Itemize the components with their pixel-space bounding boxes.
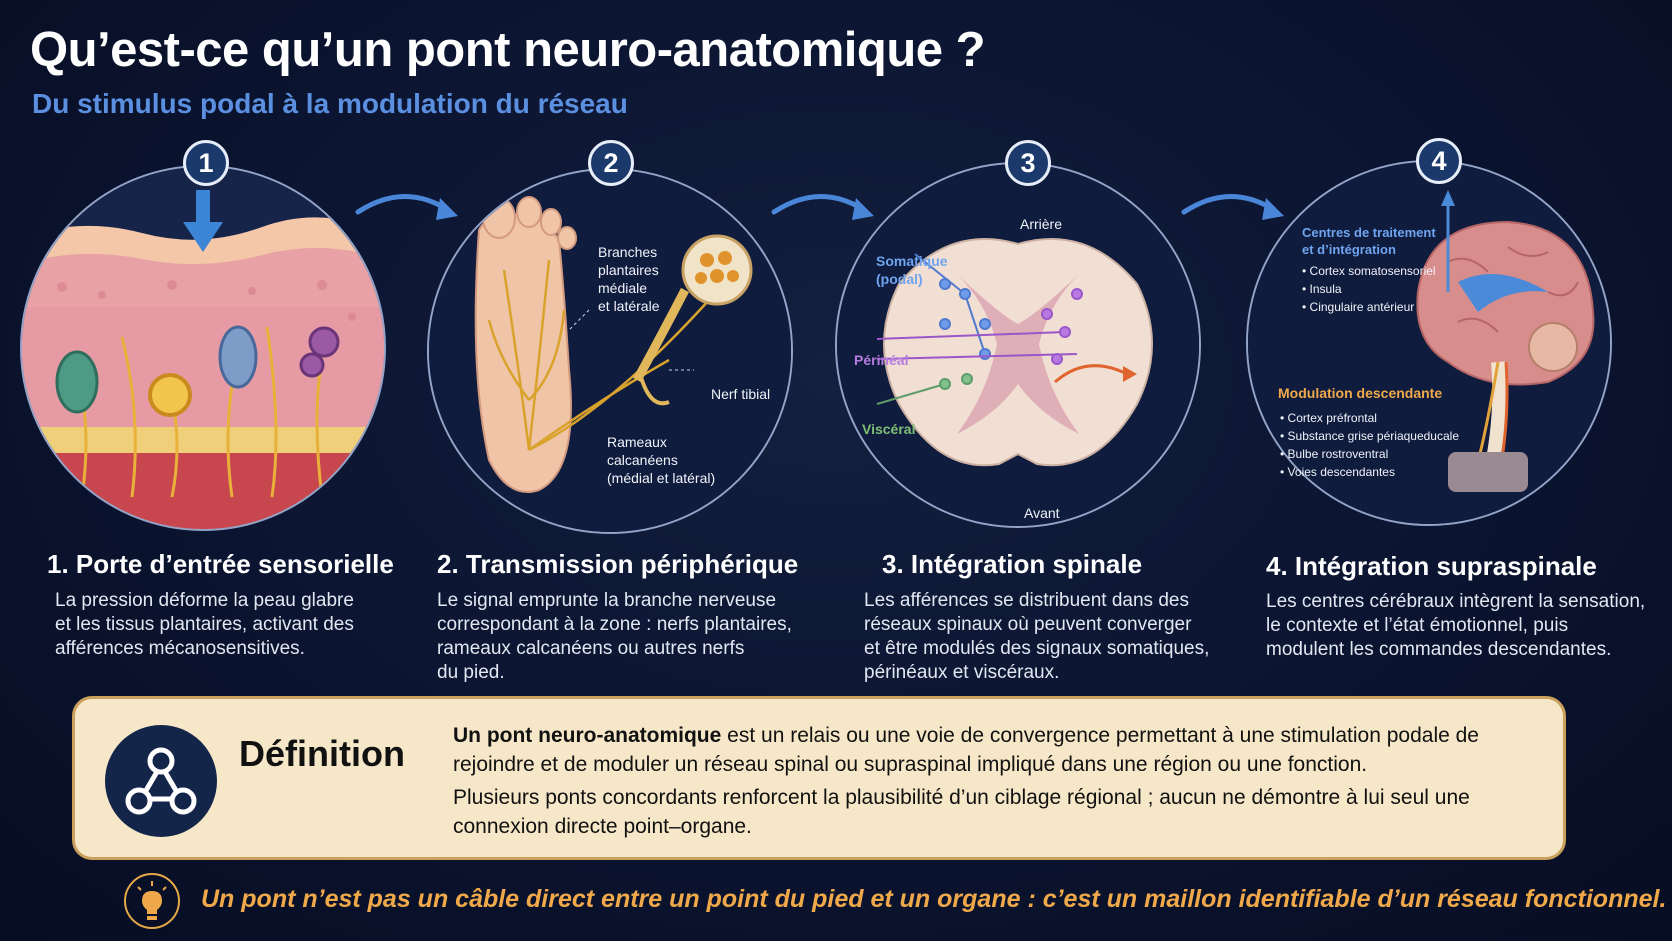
list-item: Insula (1302, 280, 1436, 298)
flow-arrow-2-3 (771, 194, 874, 220)
definition-paragraph-2: Plusieurs ponts concordants renforcent l… (453, 786, 1470, 838)
list-item: Cortex somatosensoriel (1302, 262, 1436, 280)
list-item: Voies descendantes (1280, 463, 1459, 481)
step-title-3: 3. Intégration spinale (882, 549, 1143, 579)
list-item: Substance grise périaqueducale (1280, 427, 1459, 445)
step-badge-2: 2 (588, 140, 634, 186)
flow-arrow-1-2 (355, 194, 458, 220)
foot-illustration (427, 168, 793, 534)
label-processing-centers: Centres de traitement et d’intégration (1302, 225, 1436, 257)
label-visceral: Viscéral (862, 421, 916, 437)
label-perineal: Périnéal (854, 352, 909, 368)
label-front: Avant (1024, 505, 1060, 521)
page-title: Qu’est-ce qu’un pont neuro-anatomique ? (30, 23, 986, 77)
key-message: Un pont n’est pas un câble direct entre … (201, 885, 1667, 913)
label-tibial-nerve: Nerf tibial (711, 386, 771, 402)
step-title-2: 2. Transmission périphérique (437, 549, 799, 579)
lightbulb-icon (124, 873, 180, 929)
step-badge-1: 1 (183, 140, 229, 186)
definition-heading: Définition (239, 733, 405, 774)
step-text-4: Les centres cérébraux intègrent la sensa… (1266, 591, 1646, 660)
label-calcaneal-branches: Rameaux calcanéens (médial et latéral) (607, 434, 716, 486)
label-somatic: Somatique (podal) (876, 253, 948, 287)
step-title-1: 1. Porte d’entrée sensorielle (47, 549, 394, 579)
spinal-cord-illustration (835, 162, 1201, 528)
label-descending-modulation: Modulation descendante (1278, 385, 1443, 401)
definition-term: Un pont neuro-anatomique (453, 724, 722, 747)
definition-box: Définition Un pont neuro-anatomique est … (72, 696, 1566, 860)
label-plantar-branches: Branches plantaires médiale et latérale (598, 244, 660, 314)
step-title-4: 4. Intégration supraspinale (1266, 551, 1597, 581)
descending-modulation-list: Cortex préfrontal Substance grise périaq… (1280, 409, 1459, 481)
list-item: Cingulaire antérieur (1302, 298, 1436, 316)
network-nodes-icon (105, 725, 217, 837)
processing-centers-list: Cortex somatosensoriel Insula Cingulaire… (1302, 262, 1436, 316)
label-back: Arrière (1020, 216, 1063, 232)
page-subtitle: Du stimulus podal à la modulation du rés… (32, 88, 628, 119)
list-item: Cortex préfrontal (1280, 409, 1459, 427)
definition-body: est un relais ou une voie de convergence… (453, 724, 1479, 776)
definition-paragraph-1: Un pont neuro-anatomique est un relais o… (453, 721, 1543, 779)
list-item: Bulbe rostroventral (1280, 445, 1459, 463)
step-badge-3: 3 (1005, 140, 1051, 186)
pressure-arrow-icon (183, 190, 223, 252)
flow-arrow-3-4 (1181, 194, 1284, 220)
step-badge-4: 4 (1416, 138, 1462, 184)
